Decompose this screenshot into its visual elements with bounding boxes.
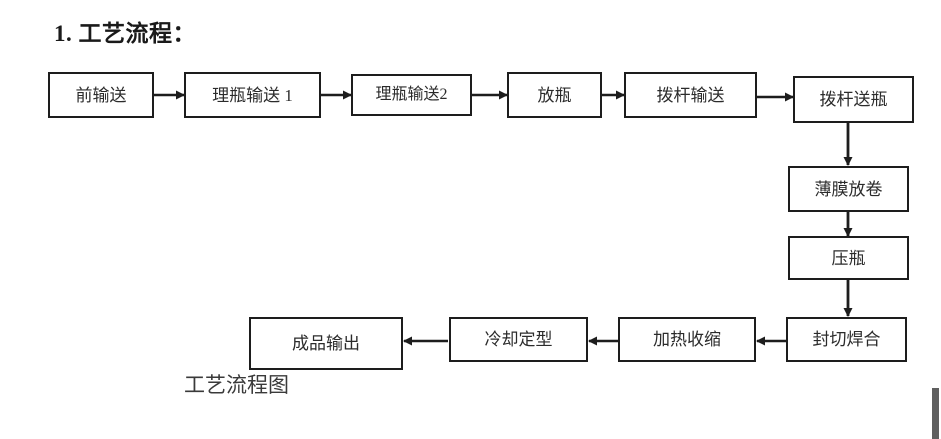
page-title: 1. 工艺流程： [54,21,196,46]
flow-node-lever-conveying[interactable]: 拨杆输送 [624,72,757,118]
flow-node-finished-product-output[interactable]: 成品输出 [249,317,403,370]
flow-node-cooling-setting[interactable]: 冷却定型 [449,317,588,362]
flow-node-lever-bottle-feeding[interactable]: 拨杆送瓶 [793,76,914,123]
flow-node-front-conveyor[interactable]: 前输送 [48,72,154,118]
flow-node-film-unwinding[interactable]: 薄膜放卷 [788,166,909,212]
flow-node-bottle-placing[interactable]: 放瓶 [507,72,602,118]
flow-node-heat-shrinking[interactable]: 加热收缩 [618,317,756,362]
flow-node-bottle-pressing[interactable]: 压瓶 [788,236,909,280]
flow-node-bottle-sorting-conveyor-2[interactable]: 理瓶输送2 [351,74,472,116]
flow-node-sealing-welding[interactable]: 封切焊合 [786,317,907,362]
flow-node-bottle-sorting-conveyor-1[interactable]: 理瓶输送 1 [184,72,321,118]
scrollbar-thumb[interactable] [932,388,939,439]
figure-caption: 工艺流程图 [184,373,289,397]
